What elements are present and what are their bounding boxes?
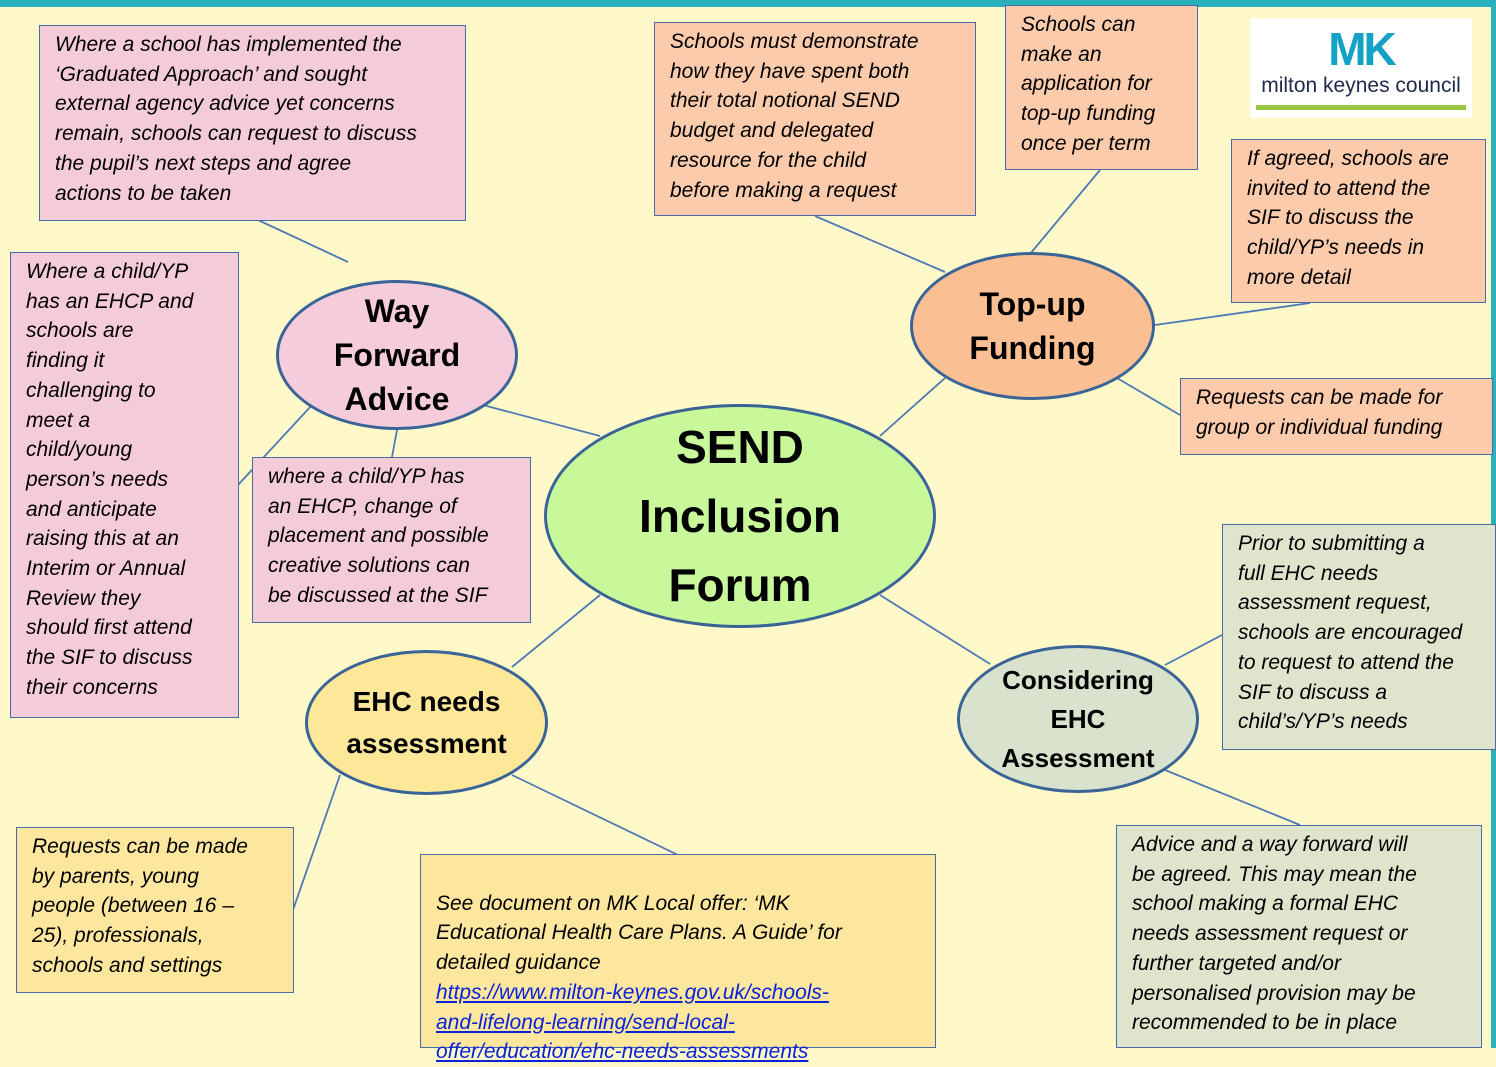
advice-way-forward-note: Advice and a way forward will be agreed.… [1116,825,1482,1048]
application-once-per-term-note: Schools can make an application for top-… [1005,5,1198,170]
prior-to-submitting-note: Prior to submitting a full EHC needs ass… [1222,524,1496,750]
connector-wayforward-ehcpreview [237,404,313,486]
ehc-needs-assessment-node: EHC needs assessment [305,650,548,795]
demonstrate-spending-note: Schools must demonstrate how they have s… [654,22,976,216]
connector-center-ehcneeds [511,594,601,668]
logo-underline [1256,105,1466,110]
council-name: milton keynes council [1261,74,1461,97]
who-can-request-note: Requests can be made by parents, young p… [16,827,294,993]
considering-ehc-assessment-node: Considering EHC Assessment [957,645,1199,793]
top-accent-bar [0,0,1496,7]
ehc-guide-link[interactable]: https://www.milton-keynes.gov.uk/schools… [436,980,829,1064]
send-inclusion-forum-node: SEND Inclusion Forum [544,404,936,628]
milton-keynes-council-logo: MK milton keynes council [1250,18,1472,118]
graduated-approach-note: Where a school has implemented the ‘Grad… [39,25,466,221]
ehcp-annual-review-note: Where a child/YP has an EHCP and schools… [10,252,239,718]
connector-topup-demonstrate [814,215,946,273]
connector-topup-requests [1116,377,1181,416]
mk-local-offer-note: See document on MK Local offer: ‘MK Educ… [420,854,936,1063]
top-up-funding-node: Top-up Funding [910,252,1155,400]
group-or-individual-funding-note: Requests can be made for group or indivi… [1180,378,1493,455]
connector-ehcneeds-document [511,774,679,856]
connector-ehcneeds-parents [292,774,341,911]
change-of-placement-note: where a child/YP has an EHCP, change of … [252,457,531,623]
connector-center-considering [879,594,991,665]
connector-center-wayforward [482,404,601,437]
connector-wayforward-graduated [257,219,349,263]
if-agreed-note: If agreed, schools are invited to attend… [1231,139,1486,303]
way-forward-advice-node: Way Forward Advice [276,280,518,430]
connector-center-topup [879,377,946,437]
connector-topup-agreed [1154,302,1311,326]
connector-considering-advice [1164,769,1301,826]
mk-local-offer-text: See document on MK Local offer: ‘MK Educ… [436,891,842,975]
connector-considering-prior [1164,634,1223,666]
mk-logo-mark: MK [1328,23,1397,75]
connector-wayforward-placement [391,429,398,458]
connector-topup-apply [1029,169,1101,255]
